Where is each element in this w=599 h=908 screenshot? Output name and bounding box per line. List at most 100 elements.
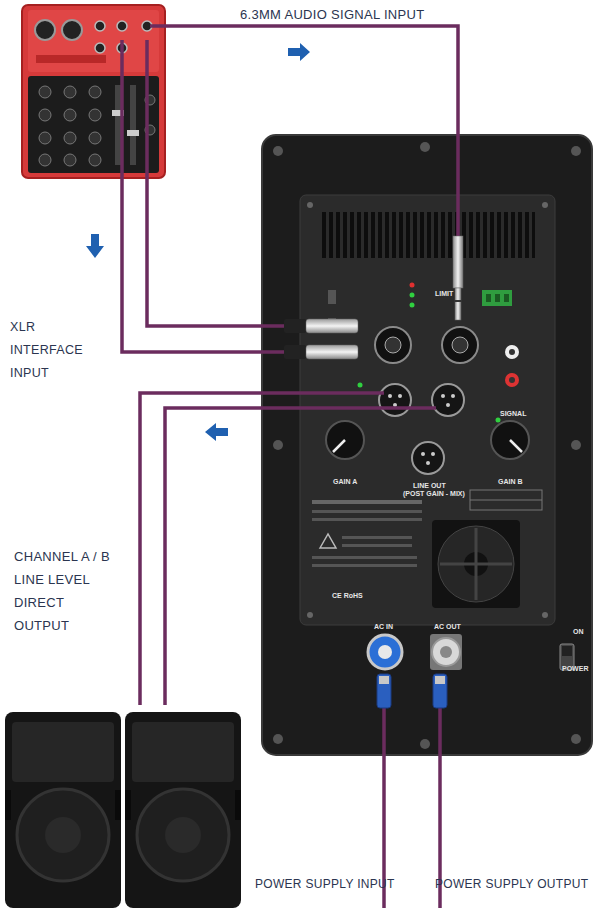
speaker-cabinet — [115, 790, 121, 820]
amplifier-plate — [482, 290, 512, 306]
mixer — [89, 109, 101, 121]
panel-label: SIGNAL — [500, 410, 526, 418]
panel-label: (POST GAIN - MIX) — [403, 490, 465, 498]
amplifier-plate — [571, 440, 581, 450]
amplifier-plate — [451, 394, 455, 398]
amplifier-plate — [432, 638, 460, 666]
signal-cable — [140, 393, 384, 705]
amplifier-plate — [432, 520, 520, 608]
xlr-plug — [284, 319, 306, 333]
amplifier-plate — [388, 394, 392, 398]
amplifier-plate — [300, 195, 555, 625]
amplifier-plate — [307, 612, 313, 618]
amplifier-plate — [378, 645, 392, 659]
power-plug — [377, 674, 391, 708]
panel-label: POWER — [562, 665, 588, 673]
speaker-cabinet — [5, 712, 121, 908]
speaker-cabinet — [235, 790, 241, 820]
speaker-cabinet — [165, 817, 201, 853]
jack-plug — [455, 288, 461, 320]
amplifier-plate — [368, 635, 402, 669]
signal-cable — [147, 40, 287, 326]
input-caption: XLR INTERFACE INPUT — [10, 316, 110, 385]
amplifier-plate — [542, 202, 548, 208]
jack-plug — [453, 236, 463, 320]
xlr-plug — [284, 345, 306, 359]
speaker-cabinet — [132, 722, 234, 782]
output-caption: CHANNEL A / B LINE LEVEL DIRECT OUTPUT — [14, 545, 112, 637]
amplifier-plate — [320, 212, 535, 258]
amplifier-plate — [446, 403, 450, 407]
amplifier-plate — [273, 146, 283, 156]
power-caption: POWER SUPPLY OUTPUT — [435, 877, 595, 892]
panel-label: LIMIT — [435, 290, 453, 298]
amplifier-plate — [307, 202, 313, 208]
amplifier-plate — [430, 634, 462, 670]
amplifier-plate — [452, 337, 468, 353]
amplifier-plate — [342, 536, 412, 539]
amplifier-plate — [426, 461, 430, 465]
speaker-cabinet — [125, 712, 241, 908]
signal-cable — [122, 40, 287, 352]
mixer — [115, 85, 121, 165]
amplifier-plate — [410, 293, 415, 298]
panel-label: GAIN B — [498, 478, 523, 486]
panel-label: AC IN — [374, 623, 393, 631]
amplifier-plate — [420, 142, 430, 152]
amplifier-plate — [375, 327, 411, 363]
amplifier-plate — [475, 528, 478, 600]
xlr-plug — [306, 319, 358, 333]
amplifier-plate — [312, 556, 417, 559]
mixer — [64, 132, 76, 144]
speaker-cabinet — [45, 817, 81, 853]
panel-label: ON — [573, 628, 584, 636]
amplifier-plate — [491, 421, 529, 459]
amplifier-plate — [385, 337, 401, 353]
amplifier-plate — [262, 135, 592, 755]
mixer — [39, 109, 51, 121]
mixer — [89, 86, 101, 98]
flow-arrow — [86, 234, 104, 258]
amplifier-plate — [470, 490, 542, 510]
amplifier-plate — [542, 612, 548, 618]
amplifier-plate — [571, 146, 581, 156]
amplifier-plate — [509, 377, 515, 383]
amplifier-plate — [438, 526, 514, 602]
amplifier-plate — [432, 384, 464, 416]
xlr-plug — [306, 345, 358, 359]
amplifier-plate — [504, 294, 509, 302]
speaker-cabinet — [5, 790, 11, 820]
amplifier-plate — [510, 440, 522, 452]
input-caption: 6.3MM AUDIO SIGNAL INPUT — [240, 7, 480, 23]
speaker-cabinet — [137, 789, 229, 881]
flow-arrow — [205, 423, 228, 441]
mixer — [130, 85, 136, 165]
amplifier-plate — [441, 394, 445, 398]
amplifier-plate — [431, 452, 435, 456]
amplifier-plate — [486, 294, 491, 302]
amplifier-plate — [470, 500, 542, 501]
amplifier-plate — [328, 290, 336, 304]
signal-cable — [122, 26, 458, 705]
mixer — [117, 21, 127, 31]
jack-plug — [454, 300, 462, 302]
amplifier-plate — [412, 442, 444, 474]
mixer — [89, 132, 101, 144]
amplifier-plate — [410, 283, 415, 288]
mixer — [39, 154, 51, 166]
amplifier-plate — [442, 327, 478, 363]
speaker-cabinet — [125, 790, 131, 820]
power-caption: POWER SUPPLY INPUT — [255, 877, 425, 892]
amplifier-plate — [320, 534, 336, 548]
power-plug — [435, 676, 445, 684]
power-plug — [433, 674, 447, 708]
amplifier-panel: GAIN AGAIN BLINE OUT(POST GAIN - MIX)SIG… — [262, 135, 592, 755]
amplifier-plate — [312, 510, 422, 513]
amplifier-plate — [333, 440, 345, 452]
amplifier-plate — [358, 383, 363, 388]
mixer — [35, 20, 55, 40]
amplifier-plate — [262, 135, 592, 755]
amplifier-plate — [312, 500, 422, 504]
amplifier-plate — [273, 734, 283, 744]
